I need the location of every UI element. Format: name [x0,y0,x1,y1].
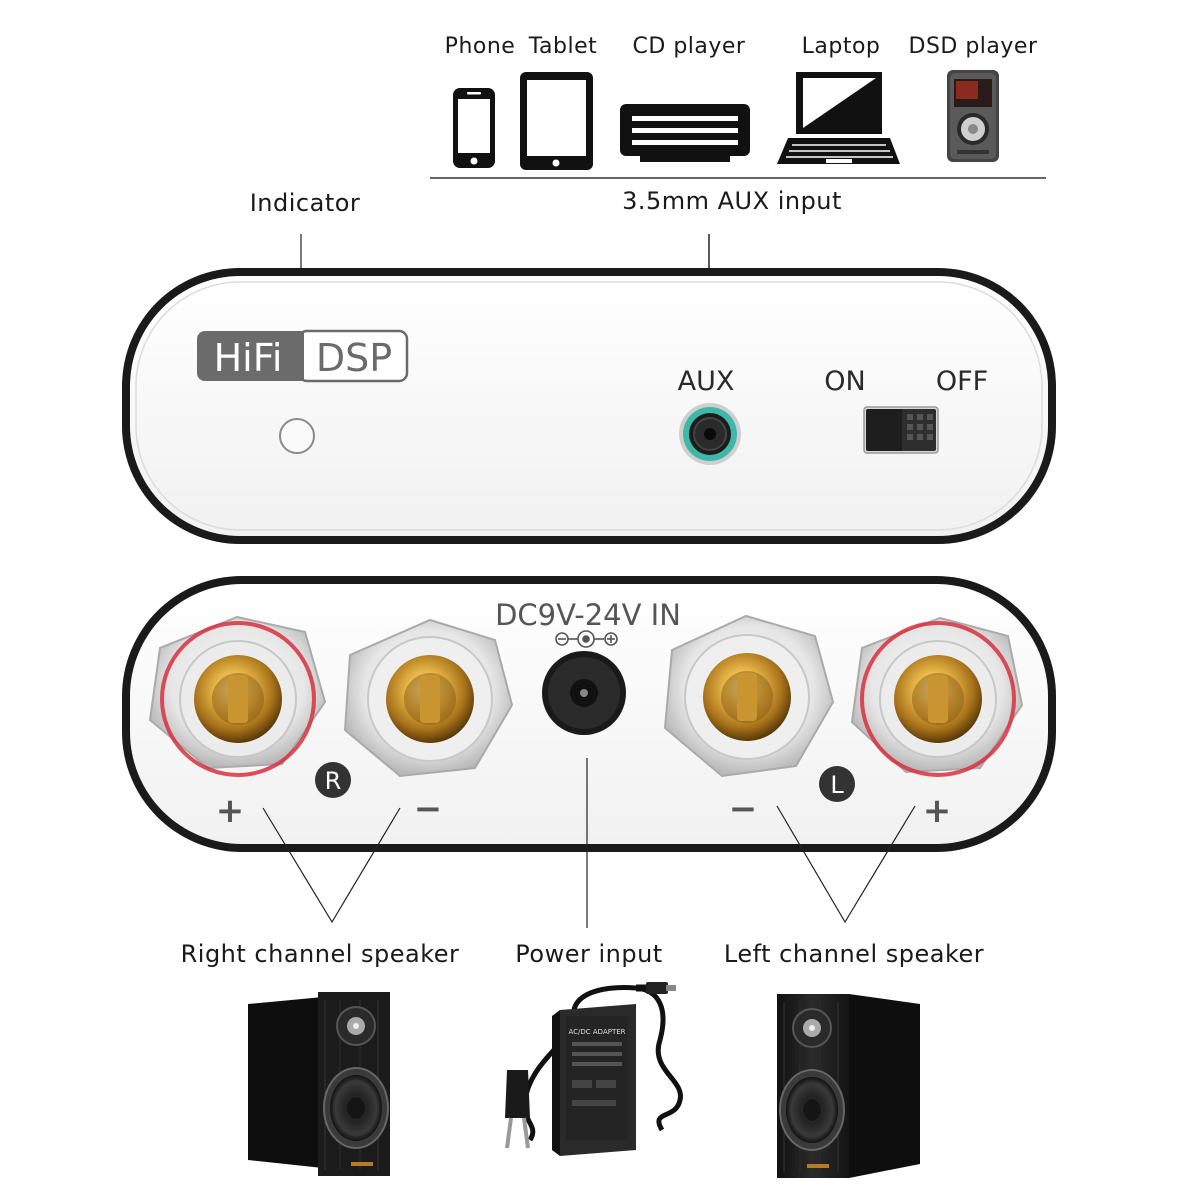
logo-hifi-text: HiFi [214,336,283,380]
left-channel-speaker-label: Left channel speaker [723,940,985,968]
left-plus-terminal[interactable] [850,616,1024,777]
power-input-label: Power input [515,940,663,968]
switch-off-label: OFF [936,366,988,397]
left-minus-terminal[interactable] [663,614,835,778]
dsd-player-label: DSD player [908,34,1038,59]
right-minus-terminal[interactable] [343,618,514,778]
right-marker-badge [315,762,351,798]
power-switch[interactable] [863,406,939,454]
laptop-icon [777,72,900,164]
right-plus-terminal[interactable] [148,615,327,777]
right-minus-sign: − [414,789,443,829]
power-adapter: AC/DC ADAPTER [505,982,683,1156]
phone-icon [453,88,495,168]
dc-in-label: DC9V-24V IN [495,598,681,632]
switch-on-label: ON [824,366,865,397]
indicator-label: Indicator [249,189,361,217]
right-marker-text: R [325,767,342,795]
left-speaker [777,994,920,1178]
adapter-title: AC/DC ADAPTER [568,1028,625,1036]
left-minus-sign: − [729,789,758,829]
right-speaker [248,992,390,1176]
left-marker-badge [819,766,855,802]
aux-jack[interactable] [679,403,741,465]
indicator-led [279,418,315,454]
hifi-dsp-logo: HiFi DSP [197,329,409,383]
tablet-icon [520,72,593,170]
logo-dsp-text: DSP [316,336,392,380]
cd-player-icon [620,104,750,162]
tablet-label: Tablet [528,34,598,59]
left-marker-text: L [830,771,844,799]
dc-power-jack[interactable] [542,651,626,735]
laptop-label: Laptop [801,34,881,59]
left-plus-sign: + [923,791,952,831]
aux-input-label: 3.5mm AUX input [622,187,842,215]
front-panel [122,268,1056,544]
phone-label: Phone [444,34,516,59]
rear-callout-lines [262,758,916,928]
right-plus-sign: + [216,791,245,831]
polarity-symbol [555,630,618,648]
cd-player-label: CD player [632,34,746,59]
aux-port-label: AUX [678,366,735,397]
dsd-player-icon [947,70,999,162]
right-channel-speaker-label: Right channel speaker [180,940,460,968]
